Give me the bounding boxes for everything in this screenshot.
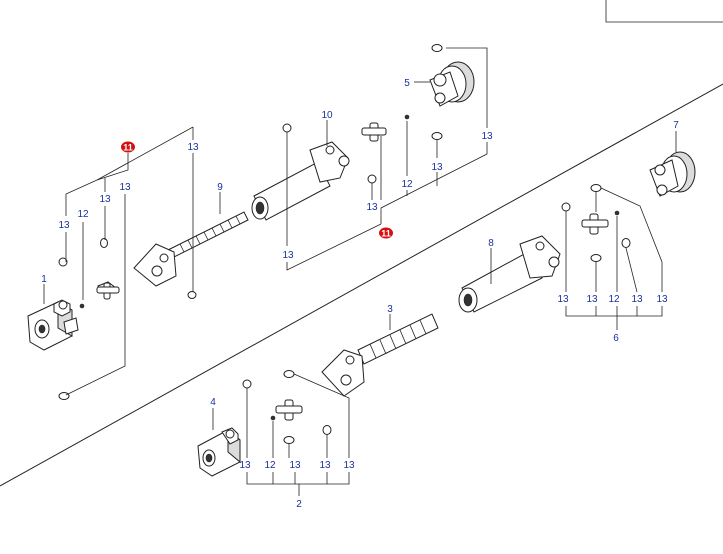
- label-13[interactable]: 13: [187, 142, 199, 153]
- part-10-tube-yoke: [251, 141, 350, 221]
- part-1-yoke: [27, 299, 79, 351]
- label-12[interactable]: 12: [77, 209, 89, 220]
- label-13[interactable]: 13: [282, 250, 294, 261]
- label-13[interactable]: 13: [58, 220, 70, 231]
- ring-left-4: [187, 291, 197, 299]
- label-12[interactable]: 12: [608, 294, 620, 305]
- ring-left-3: [58, 392, 70, 400]
- part-5-flange-yoke: [429, 61, 475, 107]
- label-13[interactable]: 13: [431, 162, 443, 173]
- label-13[interactable]: 13: [656, 294, 668, 305]
- label-part-7[interactable]: 7: [673, 120, 679, 131]
- label-part-4[interactable]: 4: [210, 397, 216, 408]
- divider-line: [0, 83, 723, 487]
- label-13[interactable]: 13: [631, 294, 643, 305]
- ring-bottom-3: [283, 436, 295, 444]
- ring-top-1: [431, 44, 443, 52]
- label-13[interactable]: 13: [289, 460, 301, 471]
- ring-mid-1: [282, 123, 292, 133]
- callout-11-upper-left[interactable]: 11: [121, 141, 135, 153]
- part-6-spider: [581, 210, 620, 235]
- label-13[interactable]: 13: [366, 202, 378, 213]
- part-4-yoke: [197, 427, 241, 477]
- part-7-flange-yoke: [649, 151, 696, 197]
- ring-bottom-1: [242, 379, 252, 389]
- label-part-2[interactable]: 2: [296, 499, 302, 510]
- label-part-9[interactable]: 9: [217, 182, 223, 193]
- ring-right-4: [621, 238, 631, 248]
- svg-text:11: 11: [381, 229, 391, 239]
- label-part-6[interactable]: 6: [613, 333, 619, 344]
- ring-right-3: [590, 254, 602, 262]
- title-block-frame: [605, 0, 723, 23]
- part-9-splined-shaft: [133, 211, 249, 287]
- label-13[interactable]: 13: [239, 460, 251, 471]
- label-13[interactable]: 13: [557, 294, 569, 305]
- label-12[interactable]: 12: [401, 179, 413, 190]
- svg-text:11: 11: [123, 143, 133, 153]
- part-1-spider: [79, 281, 120, 309]
- label-part-5[interactable]: 5: [404, 78, 410, 89]
- label-13[interactable]: 13: [586, 294, 598, 305]
- label-part-3[interactable]: 3: [387, 304, 393, 315]
- ring-mid-2: [367, 174, 377, 184]
- part-3-splined-shaft: [321, 313, 439, 397]
- callout-11-center[interactable]: 11: [379, 227, 393, 239]
- label-part-10[interactable]: 10: [321, 110, 333, 121]
- ring-left-2: [100, 238, 108, 248]
- part-8-tube-yoke: [458, 235, 561, 313]
- ring-right-2: [590, 184, 602, 192]
- label-part-1[interactable]: 1: [41, 274, 47, 285]
- part-2-spider: [270, 399, 303, 421]
- label-13[interactable]: 13: [119, 182, 131, 193]
- ring-left-1: [58, 257, 68, 267]
- label-13[interactable]: 13: [343, 460, 355, 471]
- label-13[interactable]: 13: [99, 194, 111, 205]
- ring-bottom-4: [322, 425, 332, 435]
- label-13[interactable]: 13: [481, 131, 493, 142]
- ring-bottom-2: [283, 370, 295, 378]
- label-13[interactable]: 13: [319, 460, 331, 471]
- label-part-8[interactable]: 8: [488, 238, 494, 249]
- leader-lines: [43, 47, 677, 496]
- part-10-spider: [361, 114, 410, 142]
- ring-top-2: [431, 132, 443, 140]
- label-12[interactable]: 12: [264, 460, 276, 471]
- ring-right-1: [561, 202, 571, 212]
